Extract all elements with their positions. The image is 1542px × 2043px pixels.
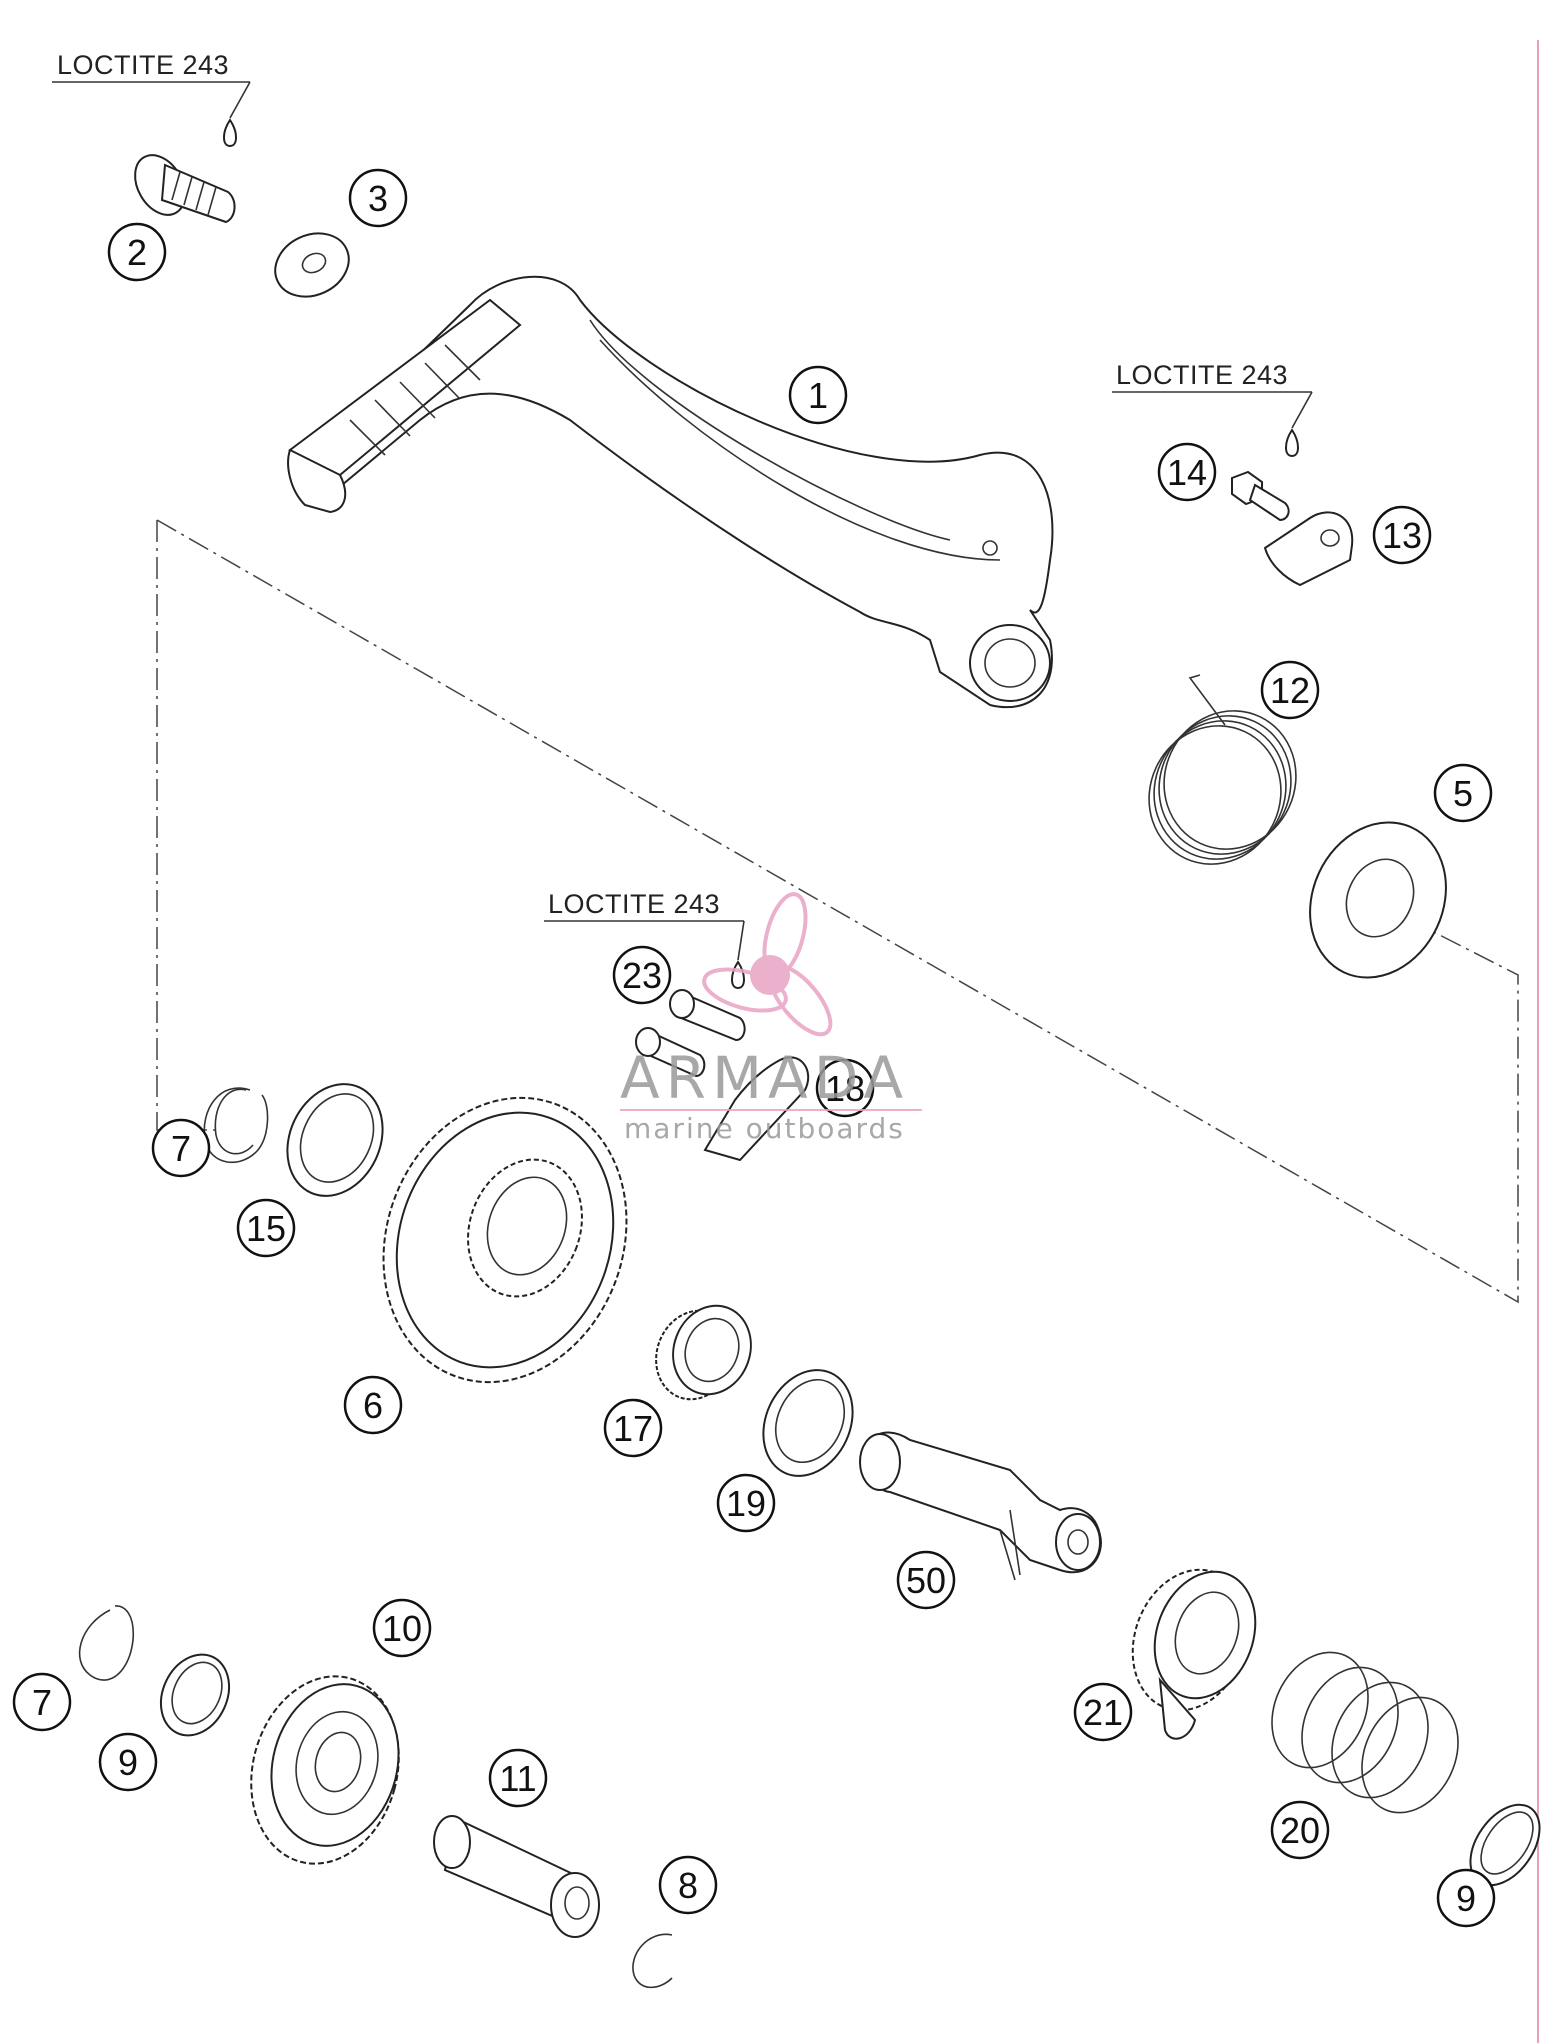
ratchet-gear-21 [1131, 1568, 1257, 1740]
callout-6: 6 [343, 1375, 403, 1435]
washer-19 [762, 1369, 854, 1477]
loctite-text-1: LOCTITE 243 [57, 50, 229, 80]
svg-text:11: 11 [499, 1758, 536, 1799]
svg-text:6: 6 [363, 1385, 383, 1426]
kickstarter-lever [287, 275, 1054, 709]
svg-text:15: 15 [246, 1208, 286, 1249]
svg-text:8: 8 [678, 1865, 698, 1906]
gear-6 [382, 1096, 628, 1384]
ratchet-guide-18 [703, 1056, 810, 1162]
callout-10: 10 [372, 1598, 432, 1658]
washer-5 [1309, 821, 1447, 979]
bolts-23 [635, 989, 746, 1078]
loctite-drop-icon [1285, 428, 1299, 458]
washer-15 [286, 1083, 384, 1197]
svg-text:2: 2 [127, 232, 147, 273]
callout-9-right: 9 [1436, 1868, 1496, 1928]
svg-text:50: 50 [906, 1560, 946, 1601]
svg-text:23: 23 [622, 955, 662, 996]
svg-text:7: 7 [171, 1128, 191, 1169]
svg-text:9: 9 [118, 1742, 138, 1783]
bracket-13 [1263, 511, 1354, 587]
watermark-brand: ARMADA [620, 1044, 909, 1112]
callout-1: 1 [788, 365, 848, 425]
watermark: ARMADA marine outboards [620, 892, 922, 1145]
bolt-14 [1231, 470, 1290, 522]
svg-text:12: 12 [1270, 670, 1310, 711]
circlip-7-upper [203, 1087, 269, 1164]
callout-19: 19 [716, 1473, 776, 1533]
propeller-logo-icon [702, 892, 833, 1037]
svg-text:10: 10 [382, 1608, 422, 1649]
countersunk-screw [134, 154, 236, 224]
svg-text:17: 17 [613, 1408, 653, 1449]
washer-9-left [159, 1653, 231, 1737]
callout-3: 3 [348, 168, 408, 228]
kickstarter-shaft-50 [859, 1431, 1102, 1581]
callout-50: 50 [896, 1550, 956, 1610]
callout-11: 11 [488, 1748, 548, 1808]
callout-17: 17 [603, 1398, 663, 1458]
loctite-label-1: LOCTITE 243 [52, 50, 251, 148]
needle-bearing-17 [655, 1304, 752, 1401]
svg-text:9: 9 [1456, 1878, 1476, 1919]
circlip-8 [632, 1933, 673, 1989]
loctite-text-2: LOCTITE 243 [1116, 360, 1288, 390]
callout-15: 15 [236, 1198, 296, 1258]
callout-20: 20 [1270, 1800, 1330, 1860]
loctite-label-2: LOCTITE 243 [1112, 360, 1313, 458]
loctite-drop-icon [731, 960, 745, 990]
callout-7-lower: 7 [12, 1672, 72, 1732]
callouts: 1 2 3 5 6 7 7 8 9 9 10 11 12 13 14 15 17… [12, 168, 1496, 1928]
callout-12: 12 [1260, 660, 1320, 720]
circlip-7-lower [78, 1605, 135, 1681]
washer-3 [274, 232, 350, 298]
torsion-spring-12 [1148, 674, 1297, 865]
svg-text:14: 14 [1167, 452, 1207, 493]
loctite-text-3: LOCTITE 243 [548, 889, 720, 919]
loctite-label-3: LOCTITE 243 [544, 889, 745, 990]
callout-5: 5 [1433, 763, 1493, 823]
svg-text:13: 13 [1382, 515, 1422, 556]
svg-text:21: 21 [1083, 1692, 1123, 1733]
svg-text:3: 3 [368, 178, 388, 219]
callout-13: 13 [1372, 505, 1432, 565]
callout-8: 8 [658, 1855, 718, 1915]
watermark-tagline: marine outboards [624, 1112, 905, 1145]
svg-text:20: 20 [1280, 1810, 1320, 1851]
bushing-11 [433, 1815, 600, 1938]
loctite-drop-icon [223, 118, 237, 148]
callout-2: 2 [107, 222, 167, 282]
callout-23: 23 [612, 945, 672, 1005]
callout-21: 21 [1073, 1682, 1133, 1742]
svg-text:5: 5 [1453, 773, 1473, 814]
coil-spring-20 [1271, 1651, 1459, 1814]
svg-text:18: 18 [825, 1068, 865, 1109]
svg-text:1: 1 [808, 375, 828, 416]
callout-14: 14 [1157, 442, 1217, 502]
callout-9-left: 9 [98, 1732, 158, 1792]
callout-18: 18 [815, 1058, 875, 1118]
svg-text:19: 19 [726, 1483, 766, 1524]
svg-text:7: 7 [32, 1682, 52, 1723]
callout-7-upper: 7 [151, 1118, 211, 1178]
gear-10 [250, 1675, 400, 1865]
